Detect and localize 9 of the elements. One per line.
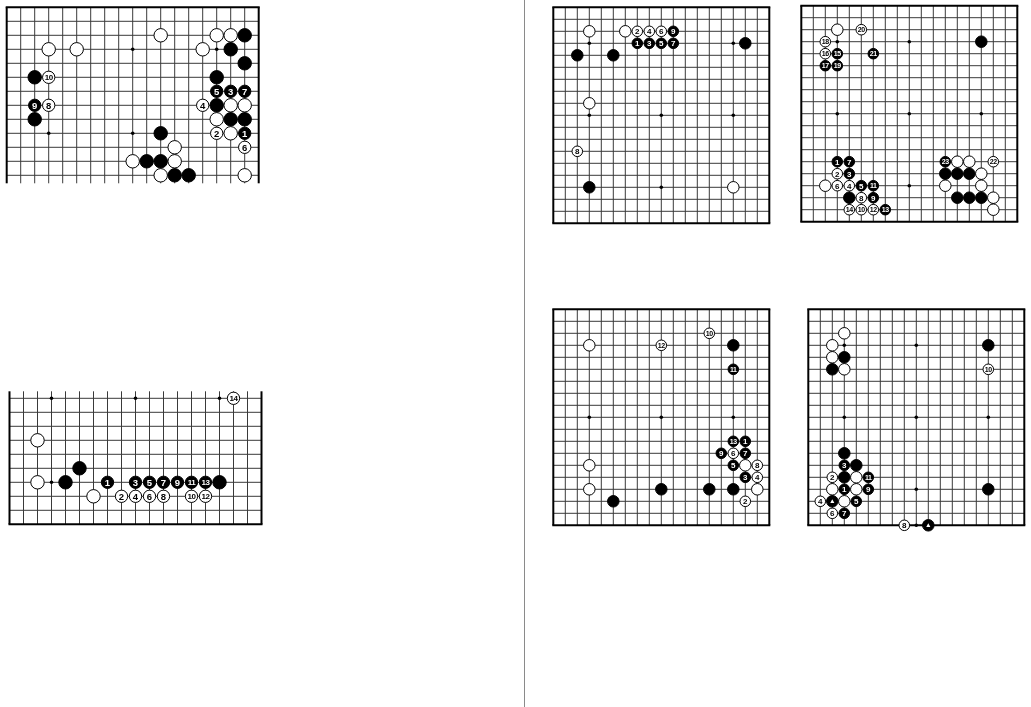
move-number: 4 xyxy=(847,181,852,191)
move-number: 5 xyxy=(859,181,864,191)
move-number: 3 xyxy=(847,169,852,179)
move-number: 1 xyxy=(835,157,840,167)
move-number: 7 xyxy=(847,157,852,167)
move-number: 2 xyxy=(835,169,840,179)
move-number: 9 xyxy=(871,193,876,203)
move-number: 6 xyxy=(835,181,840,191)
move-number: 8 xyxy=(859,193,864,203)
